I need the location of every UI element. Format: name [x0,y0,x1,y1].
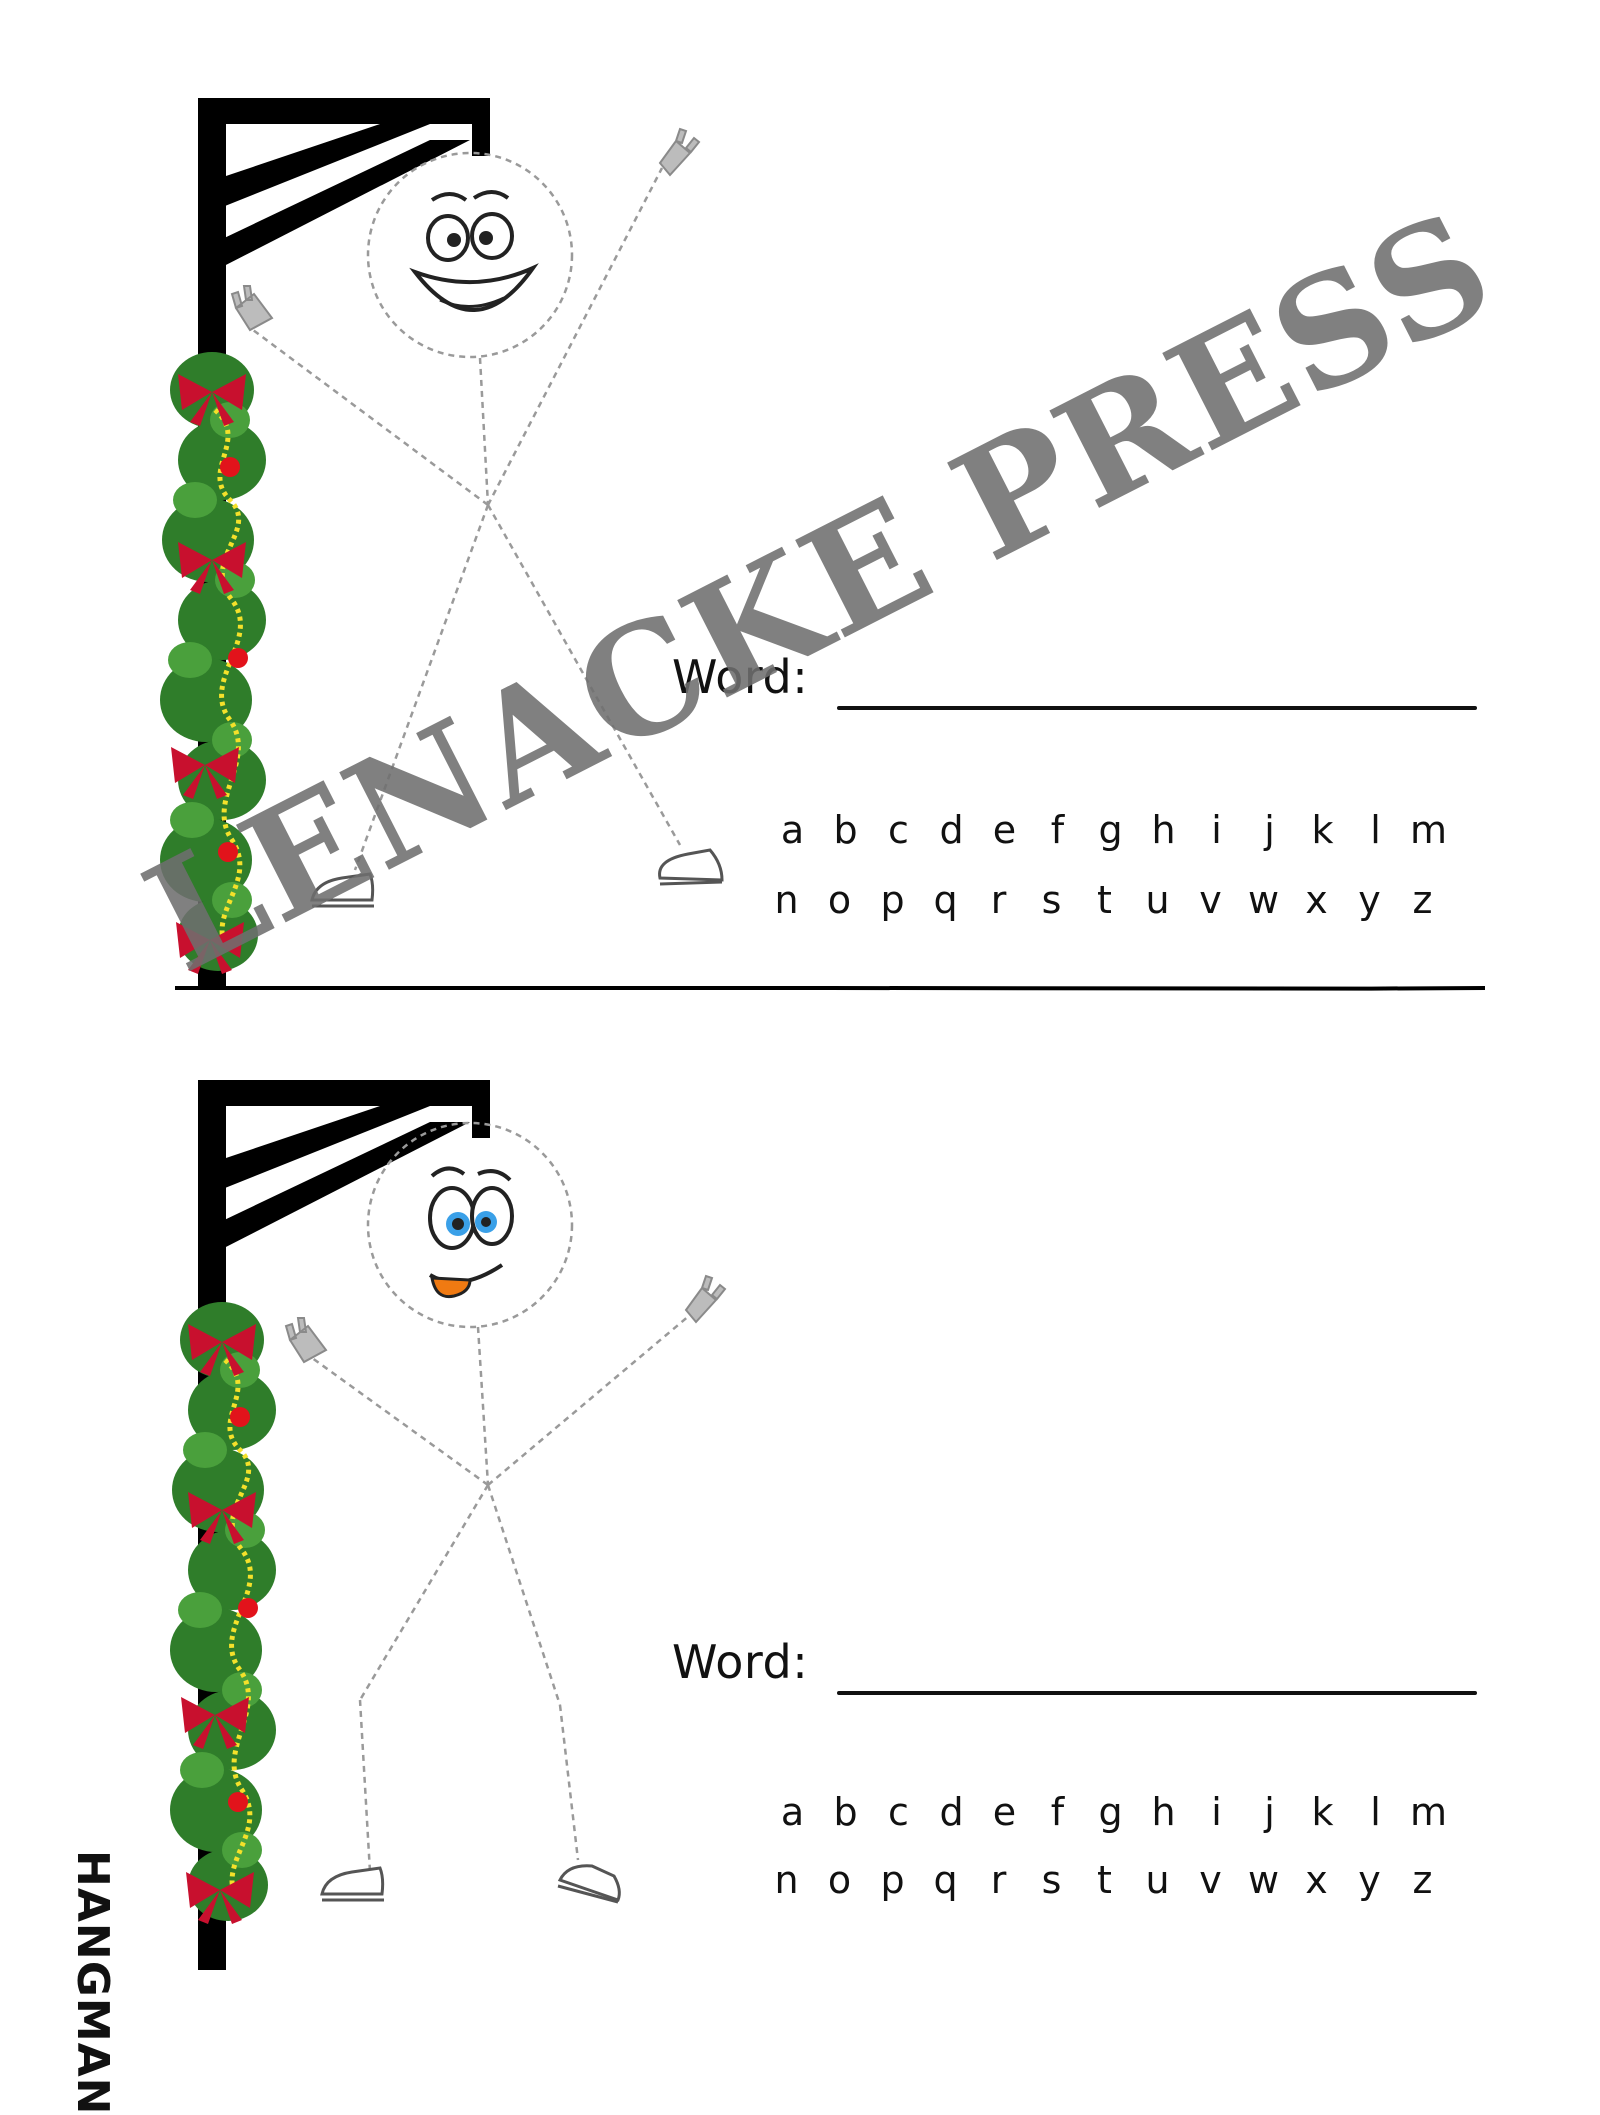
letter-u[interactable]: u [1145,878,1170,922]
letter-h[interactable]: h [1151,808,1176,852]
letter-g[interactable]: g [1098,808,1123,852]
letter-r[interactable]: r [990,878,1007,922]
letter-n[interactable]: n [774,878,799,922]
letter-q[interactable]: q [933,878,958,922]
sneaker-icons [310,848,724,908]
word-label: Word: [672,650,809,704]
letter-y[interactable]: y [1358,1858,1381,1902]
letter-j[interactable]: j [1264,1790,1275,1834]
letter-s[interactable]: s [1041,878,1062,922]
hangman-drawing [160,98,724,988]
letter-z[interactable]: z [1412,878,1433,922]
hangman-drawing [170,1080,727,1970]
letter-p[interactable]: p [880,1858,905,1902]
red-bows [181,1324,256,1924]
letter-g[interactable]: g [1098,1790,1123,1834]
letter-q[interactable]: q [933,1858,958,1902]
letter-v[interactable]: v [1199,1858,1222,1902]
letter-i[interactable]: i [1211,808,1222,852]
glove-icons [284,1274,727,1364]
letter-a[interactable]: a [780,808,805,852]
letter-y[interactable]: y [1358,878,1381,922]
letter-c[interactable]: c [888,1790,909,1834]
hangman-side-label: HANGMAN [67,1850,118,2115]
letter-u[interactable]: u [1145,1858,1170,1902]
christmas-garland [170,1302,276,1924]
letter-l[interactable]: l [1370,808,1381,852]
letter-l[interactable]: l [1370,1790,1381,1834]
letter-f[interactable]: f [1050,1790,1065,1834]
letter-v[interactable]: v [1199,878,1222,922]
alphabet-row-1: a b c d e f g h i j k l m [766,1788,1455,1836]
red-ornaments [228,1407,258,1812]
letter-n[interactable]: n [774,1858,799,1902]
hangman-game-1: Word: a b c d e f g h i j k l m n o p q … [0,0,1600,1000]
letter-r[interactable]: r [990,1858,1007,1902]
letter-c[interactable]: c [888,808,909,852]
letter-w[interactable]: w [1247,878,1280,922]
letter-s[interactable]: s [1041,1858,1062,1902]
christmas-garland [160,352,266,974]
letter-k[interactable]: k [1311,1790,1334,1834]
letter-p[interactable]: p [880,878,905,922]
letter-z[interactable]: z [1412,1858,1433,1902]
letter-i[interactable]: i [1211,1790,1222,1834]
letter-d[interactable]: d [939,1790,964,1834]
word-answer-line[interactable] [837,706,1477,710]
letter-f[interactable]: f [1050,808,1065,852]
word-label: Word: [672,1635,809,1689]
grinning-face-icon [409,190,539,312]
letter-x[interactable]: x [1305,1858,1328,1902]
letter-e[interactable]: e [992,808,1017,852]
letter-b[interactable]: b [833,808,858,852]
sneaker-icons [320,1864,621,1904]
word-row: Word: [672,1635,1477,1695]
letter-m[interactable]: m [1409,1790,1448,1834]
letter-e[interactable]: e [992,1790,1017,1834]
glove-icons [230,127,701,332]
letter-w[interactable]: w [1247,1858,1280,1902]
tongue-out-face-icon [428,1166,514,1299]
red-bows [171,374,246,974]
hangman-game-2: Word: a b c d e f g h i j k l m n o p q … [0,980,1600,2000]
alphabet-row-2: n o p q r s t u v w x y z [760,1856,1449,1904]
stick-figure [252,151,682,871]
letter-m[interactable]: m [1409,808,1448,852]
letter-t[interactable]: t [1097,1858,1112,1902]
letter-o[interactable]: o [827,1858,852,1902]
letter-a[interactable]: a [780,1790,805,1834]
letter-j[interactable]: j [1264,808,1275,852]
word-answer-line[interactable] [837,1691,1477,1695]
alphabet-row-1: a b c d e f g h i j k l m [766,806,1455,854]
letter-o[interactable]: o [827,878,852,922]
word-row: Word: [672,650,1477,710]
letter-b[interactable]: b [833,1790,858,1834]
letter-h[interactable]: h [1151,1790,1176,1834]
red-ornaments [218,457,248,862]
stick-figure [307,1121,691,1873]
letter-d[interactable]: d [939,808,964,852]
letter-x[interactable]: x [1305,878,1328,922]
letter-k[interactable]: k [1311,808,1334,852]
alphabet-row-2: n o p q r s t u v w x y z [760,876,1449,924]
section-divider [175,985,1485,991]
letter-t[interactable]: t [1097,878,1112,922]
